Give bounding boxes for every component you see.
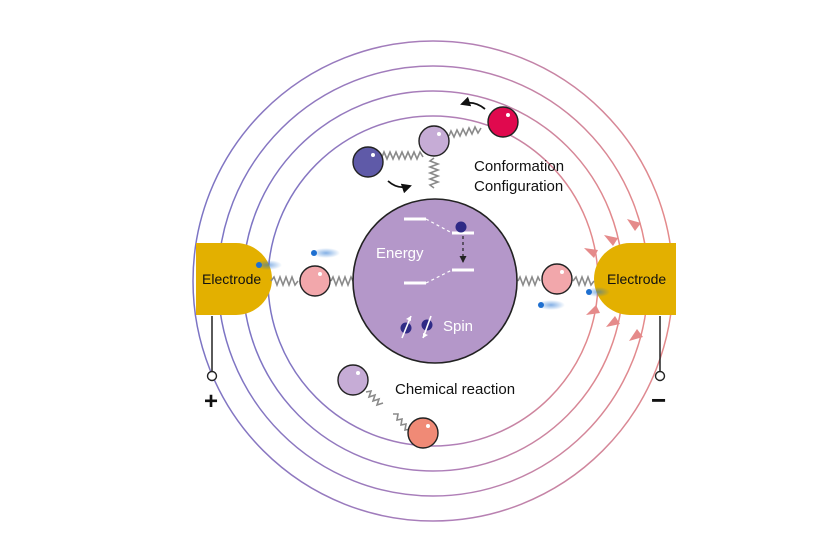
orbit-arrowhead bbox=[629, 329, 643, 341]
right-terminal bbox=[654, 370, 666, 382]
orbit-arrowhead bbox=[604, 235, 618, 246]
lavender-atom bbox=[418, 125, 450, 157]
left-terminal bbox=[206, 370, 218, 382]
spring-right-center bbox=[517, 274, 541, 288]
spring-to-navy bbox=[381, 149, 424, 162]
reaction-salmon-atom bbox=[407, 417, 439, 449]
right-electrode bbox=[594, 243, 676, 315]
orbit-arrowhead bbox=[606, 316, 620, 327]
spring-vertical bbox=[427, 157, 441, 189]
conformation-label: Conformation bbox=[474, 158, 564, 175]
right-pink-atom bbox=[541, 263, 573, 295]
spring-left-center bbox=[330, 274, 354, 288]
plus-sign: + bbox=[204, 388, 218, 415]
rotation-arrow-top bbox=[460, 96, 486, 110]
configuration-label: Configuration bbox=[474, 178, 563, 195]
left-electrode-label: Electrode bbox=[202, 271, 261, 287]
left-electrode bbox=[196, 243, 272, 315]
left-pink-atom bbox=[299, 265, 331, 297]
electron-glows bbox=[254, 248, 610, 310]
orbit-arrowhead bbox=[627, 219, 641, 231]
spin-pair bbox=[400, 315, 433, 339]
electrode-leads bbox=[211, 316, 661, 372]
energy-levels bbox=[404, 217, 474, 285]
spring-reaction-a bbox=[365, 389, 384, 407]
right-electrode-label: Electrode bbox=[607, 271, 666, 287]
spin-label: Spin bbox=[443, 318, 473, 335]
orbit-arrowheads bbox=[584, 219, 643, 341]
spring-right-electrode bbox=[572, 274, 595, 288]
center-molecule-sphere bbox=[352, 198, 518, 364]
magenta-atom bbox=[487, 106, 519, 138]
chemical-reaction-label: Chemical reaction bbox=[395, 381, 515, 398]
minus-sign: − bbox=[651, 385, 666, 415]
spring-left-electrode bbox=[270, 274, 299, 288]
orbit-arrowhead bbox=[586, 305, 600, 315]
rotation-arrow-bottom bbox=[387, 180, 412, 194]
spring-reaction-b bbox=[393, 413, 411, 432]
spring-to-magenta bbox=[448, 125, 482, 139]
orbit-arrowhead bbox=[584, 248, 598, 258]
reaction-lavender-atom bbox=[337, 364, 369, 396]
navy-atom bbox=[352, 146, 384, 178]
energy-label: Energy bbox=[376, 245, 424, 262]
electron bbox=[455, 221, 467, 233]
